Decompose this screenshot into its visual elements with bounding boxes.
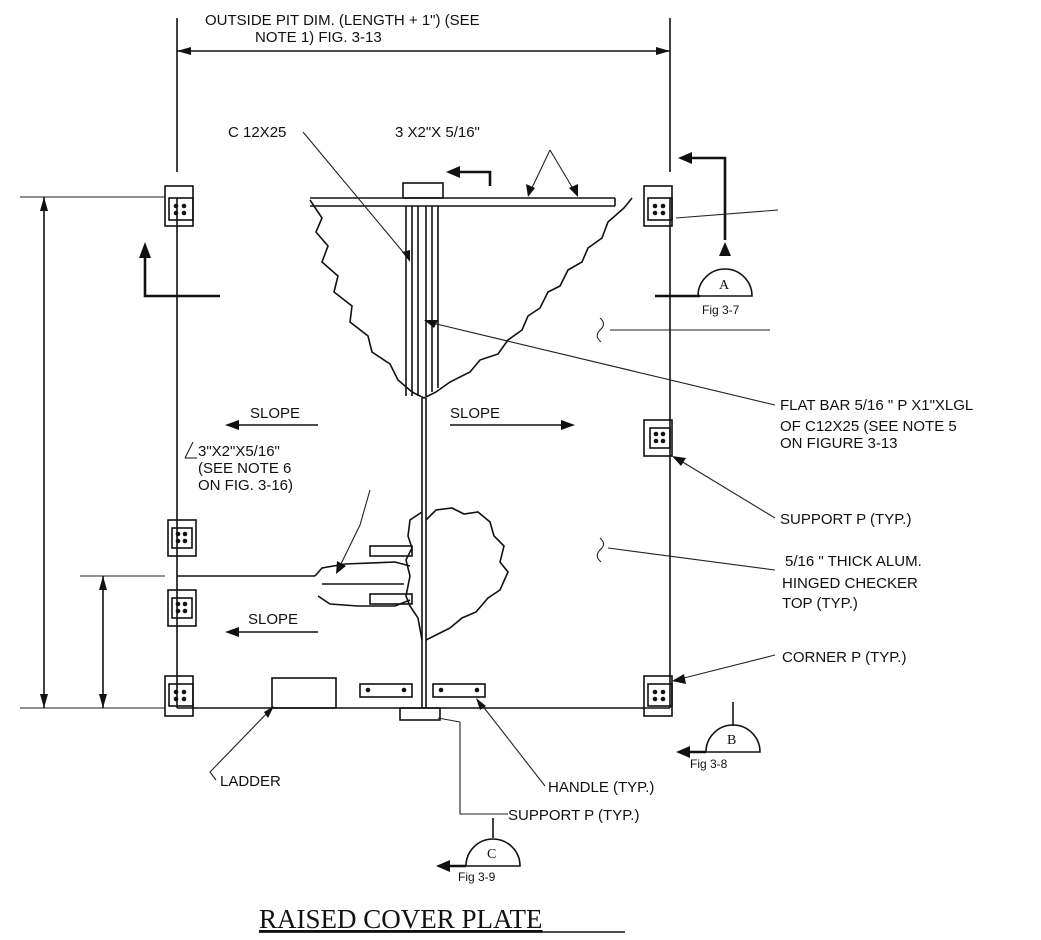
top-dimension-line1: OUTSIDE PIT DIM. (LENGTH + 1") (SEE [205, 12, 480, 29]
label-flat-bar-line1: FLAT BAR 5/16 " P X1"XLGL [780, 397, 973, 414]
break-marks [596, 317, 605, 563]
label-angle-left-line3: ON FIG. 3-16) [198, 477, 293, 494]
label-checker-top-line3: TOP (TYP.) [782, 595, 858, 612]
section-b-fig: Fig 3-8 [690, 757, 728, 771]
leaders [209, 131, 779, 815]
label-checker-top-line1: 5/16 " THICK ALUM. [785, 553, 922, 570]
label-support-right: SUPPORT P (TYP.) [780, 511, 911, 528]
label-slope-left-top: SLOPE [250, 405, 300, 422]
hinge-plate-left-lower [167, 589, 197, 627]
hinge-plate-left-middle [167, 519, 197, 557]
label-channel: C 12X25 [228, 124, 286, 141]
section-c-fig: Fig 3-9 [458, 870, 496, 884]
hinge-plate-right-middle [643, 419, 673, 457]
label-ladder: LADDER [220, 773, 281, 790]
section-c-letter: C [487, 847, 496, 862]
handle-left [359, 683, 413, 698]
cover-plate-outline [176, 197, 671, 709]
label-angle-left: 3"X2"X5/16" (SEE NOTE 6 ON FIG. 3-16) [184, 441, 293, 494]
corner-plate-bottom-left [164, 675, 194, 717]
section-a-letter: A [719, 278, 730, 293]
label-flat-bar: FLAT BAR 5/16 " P X1"XLGL OF C12X25 (SEE… [780, 397, 973, 452]
label-angle-top: 3 X2"X 5/16" [395, 124, 480, 141]
left-dimensions [20, 196, 165, 709]
section-marker-a: A Fig 3-7 [697, 268, 753, 317]
corner-plate-bottom-right [643, 675, 673, 717]
label-angle-left-line2: (SEE NOTE 6 [198, 460, 291, 477]
label-checker-top-line2: HINGED CHECKER [782, 575, 918, 592]
ladder-opening [271, 677, 337, 709]
label-support-bottom: SUPPORT P (TYP.) [508, 807, 639, 824]
corner-plates [164, 185, 673, 717]
section-marker-c: C Fig 3-9 [436, 818, 521, 884]
label-angle-left-line1: 3"X2"X5/16" [198, 443, 280, 460]
section-arrows [139, 152, 731, 298]
upper-cutaway [309, 182, 633, 399]
label-flat-bar-line2: OF C12X25 (SEE NOTE 5 [780, 418, 957, 435]
handle-right [432, 683, 486, 698]
section-b-letter: B [727, 733, 736, 748]
section-marker-b: B Fig 3-8 [676, 702, 761, 771]
top-dimension: OUTSIDE PIT DIM. (LENGTH + 1") (SEE NOTE… [176, 12, 671, 172]
bottom-support-plate [399, 707, 441, 721]
label-handle: HANDLE (TYP.) [548, 779, 654, 796]
corner-plate-top-left [164, 185, 194, 227]
label-flat-bar-line3: ON FIGURE 3-13 [780, 435, 898, 452]
corner-plate-top-right [643, 185, 673, 227]
section-a-fig: Fig 3-7 [702, 303, 740, 317]
label-corner: CORNER P (TYP.) [782, 649, 906, 666]
label-slope-center: SLOPE [450, 405, 500, 422]
top-dimension-line2: NOTE 1) FIG. 3-13 [255, 29, 382, 46]
label-checker-top: 5/16 " THICK ALUM. HINGED CHECKER TOP (T… [782, 553, 922, 612]
drawing-title: RAISED COVER PLATE [259, 904, 543, 934]
lower-cutaway [314, 507, 509, 641]
label-slope-left-bottom: SLOPE [248, 611, 298, 628]
slope-arrows [225, 420, 575, 637]
